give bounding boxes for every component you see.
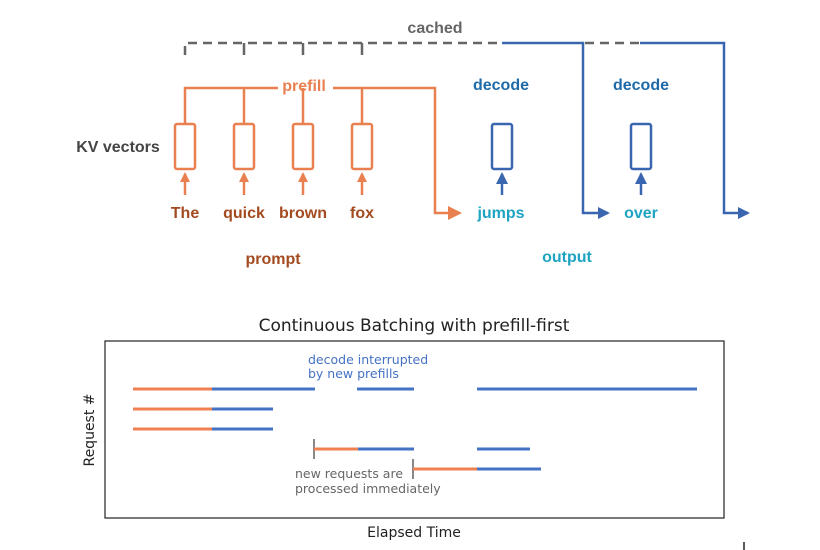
token-brown: brown xyxy=(279,205,327,222)
kv-box-brown xyxy=(291,122,315,171)
prompt-up-arrows xyxy=(180,172,367,195)
kv-box-jumps xyxy=(490,122,514,171)
token-quick: quick xyxy=(223,205,265,222)
annotation-new-requests-line2: processed immediately xyxy=(295,481,441,496)
request-segments xyxy=(133,387,697,479)
prompt-label: prompt xyxy=(245,251,301,268)
token-the: The xyxy=(171,205,200,222)
prefill-bracket xyxy=(183,86,462,220)
token-over: over xyxy=(624,205,658,222)
cached-bracket xyxy=(183,41,640,55)
cached-label: cached xyxy=(407,20,462,37)
x-axis-label: Elapsed Time xyxy=(367,525,461,541)
annotation-decode-interrupted-line2: by new prefills xyxy=(308,366,399,381)
annotation-new-requests-line1: new requests are xyxy=(295,466,403,481)
kv-box-quick xyxy=(232,122,256,171)
decode-label-1: decode xyxy=(473,77,529,94)
decode-label-2: decode xyxy=(613,77,669,94)
token-jumps: jumps xyxy=(476,205,524,222)
token-fox: fox xyxy=(350,205,374,222)
prefill-label: prefill xyxy=(282,78,326,95)
chart-title: Continuous Batching with prefill-first xyxy=(259,316,570,336)
kv-box-fox xyxy=(350,122,374,171)
kv-box-over xyxy=(629,122,653,171)
decode-loop-1 xyxy=(502,41,610,219)
prompt-kv-boxes xyxy=(173,122,374,171)
annotation-decode-interrupted-line1: decode interrupted xyxy=(308,352,428,367)
output-label: output xyxy=(542,249,592,266)
decode-loop-2 xyxy=(640,41,750,219)
kv-box-the xyxy=(173,122,197,171)
y-axis-label: Request # xyxy=(82,393,98,466)
kv-vectors-label: KV vectors xyxy=(76,139,160,156)
